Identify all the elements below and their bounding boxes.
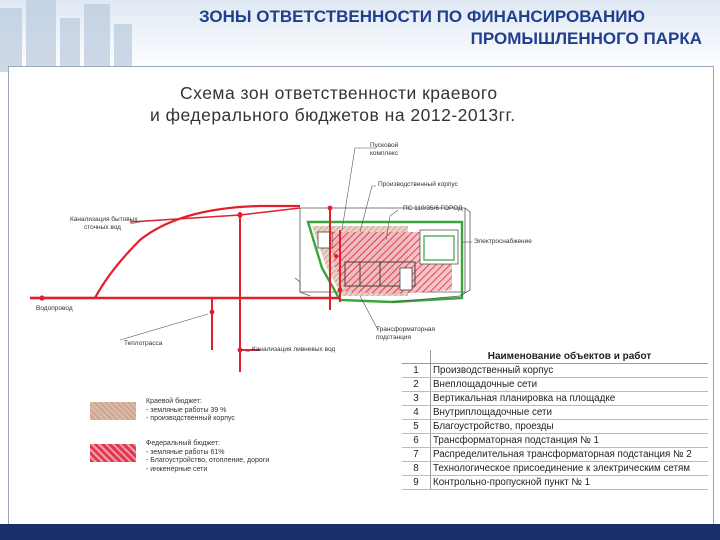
row-number: 3 bbox=[402, 391, 431, 406]
building-silhouette bbox=[26, 0, 56, 72]
building-silhouette bbox=[84, 4, 110, 72]
legend-regional-text: Краевой бюджет: - земляные работы 39 % -… bbox=[146, 398, 235, 422]
page-title: ЗОНЫ ОТВЕТСТВЕННОСТИ ПО ФИНАНСИРОВАНИЮ П… bbox=[142, 6, 702, 50]
row-number: 4 bbox=[402, 405, 431, 420]
label-kanal: Канализация бытовых сточных вод bbox=[70, 216, 138, 231]
road-outline bbox=[294, 277, 311, 297]
substation-box bbox=[419, 229, 459, 265]
row-name: Внутриплощадочные сети bbox=[430, 405, 708, 420]
row-number: 7 bbox=[402, 447, 431, 462]
building-silhouette bbox=[114, 24, 132, 72]
row-number: 1 bbox=[402, 363, 431, 378]
label-teplotrassa: Теплотрасса bbox=[124, 340, 163, 347]
row-number: 9 bbox=[402, 475, 431, 490]
building-silhouette bbox=[60, 18, 80, 72]
label-elektro: Электроснабжение bbox=[474, 238, 532, 245]
row-name: Производственный корпус bbox=[430, 363, 708, 378]
row-name: Распределительная трансформаторная подст… bbox=[430, 447, 708, 462]
scheme-title: Схема зон ответственности краевого и фед… bbox=[150, 82, 590, 126]
label-ps: ПС 110/35/6 ГОРОД bbox=[403, 205, 463, 212]
road-outline bbox=[391, 207, 471, 303]
building-outline bbox=[344, 261, 416, 287]
row-number: 2 bbox=[402, 377, 431, 392]
row-name: Внеплощадочные сети bbox=[430, 377, 708, 392]
building-silhouette bbox=[0, 8, 22, 72]
header-banner: ЗОНЫ ОТВЕТСТВЕННОСТИ ПО ФИНАНСИРОВАНИЮ П… bbox=[0, 0, 720, 72]
label-vodoprovod: Водопровод bbox=[36, 305, 73, 312]
small-building bbox=[399, 267, 413, 291]
row-name: Благоустройство, проезды bbox=[430, 419, 708, 434]
network-nodes bbox=[39, 205, 343, 353]
legend-federal-text: Федеральный бюджет: - земляные работы 61… bbox=[146, 440, 270, 473]
row-name: Трансформаторная подстанция № 1 bbox=[430, 433, 708, 448]
label-pusk: Пусковой комплекс bbox=[370, 142, 399, 157]
footer-bar bbox=[0, 524, 720, 540]
label-kanal-liv: Канализация ливневых вод bbox=[252, 346, 336, 353]
row-name: Контрольно-пропускной пункт № 1 bbox=[430, 475, 708, 490]
label-prod-korpus: Производственный корпус bbox=[378, 181, 458, 188]
scheme-title-line2: и федерального бюджетов на 2012-2013гг. bbox=[150, 105, 516, 125]
row-name: Вертикальная планировка на площадке bbox=[430, 391, 708, 406]
scheme-title-line1: Схема зон ответственности краевого bbox=[180, 83, 498, 103]
objects-table-header: Наименование объектов и работ bbox=[430, 350, 708, 364]
page-title-line2: ПРОМЫШЛЕННОГО ПАРКА bbox=[470, 29, 702, 48]
substation-inner bbox=[423, 235, 455, 261]
objects-table-num-header bbox=[402, 350, 431, 364]
site-boundary bbox=[299, 207, 466, 293]
row-number: 5 bbox=[402, 419, 431, 434]
small-building bbox=[317, 231, 333, 249]
row-number: 6 bbox=[402, 433, 431, 448]
label-transf: Трансформаторная подстанция bbox=[376, 326, 436, 341]
page-title-line1: ЗОНЫ ОТВЕТСТВЕННОСТИ ПО ФИНАНСИРОВАНИЮ bbox=[198, 7, 645, 26]
row-number: 8 bbox=[402, 461, 431, 476]
legend-swatch-federal bbox=[90, 444, 136, 462]
legend-swatch-regional bbox=[90, 402, 136, 420]
row-name: Технологическое присоединение к электрич… bbox=[430, 461, 708, 476]
leader-lines bbox=[119, 147, 472, 353]
